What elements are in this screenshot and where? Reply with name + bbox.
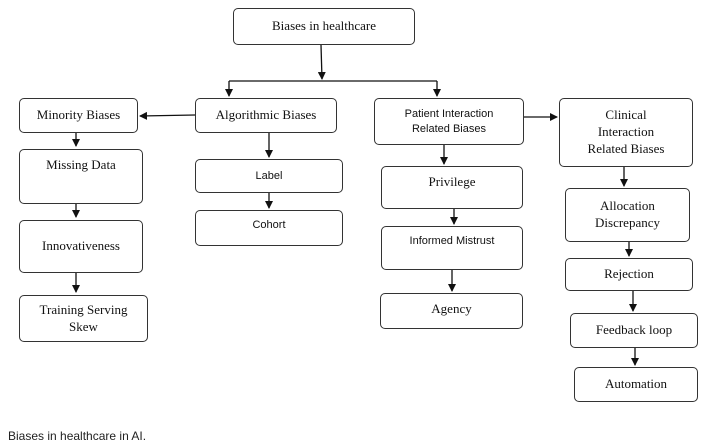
node-label: Label bbox=[195, 159, 343, 193]
arrow-to-minority bbox=[139, 111, 196, 120]
node-patient-interaction: Patient Interaction Related Biases bbox=[374, 98, 524, 145]
node-automation: Automation bbox=[574, 367, 698, 402]
node-rejection: Rejection bbox=[565, 258, 693, 291]
root-node: Biases in healthcare bbox=[233, 8, 415, 45]
figure-caption: Biases in healthcare in AI. bbox=[8, 429, 147, 443]
node-missing-data: Missing Data bbox=[19, 149, 143, 204]
node-informed-mistrust: Informed Mistrust bbox=[381, 226, 523, 270]
node-feedback-loop: Feedback loop bbox=[570, 313, 698, 348]
node-cohort: Cohort bbox=[195, 210, 343, 246]
arrow-root-down bbox=[317, 44, 326, 80]
node-minority-biases: Minority Biases bbox=[19, 98, 138, 133]
node-algorithmic-biases: Algorithmic Biases bbox=[195, 98, 337, 133]
node-clinical-interaction: Clinical Interaction Related Biases bbox=[559, 98, 693, 167]
node-privilege: Privilege bbox=[381, 166, 523, 209]
node-allocation-discrepancy: Allocation Discrepancy bbox=[565, 188, 690, 242]
node-innovativeness: Innovativeness bbox=[19, 220, 143, 273]
node-agency: Agency bbox=[380, 293, 523, 329]
node-training-serving-skew: Training Serving Skew bbox=[19, 295, 148, 342]
